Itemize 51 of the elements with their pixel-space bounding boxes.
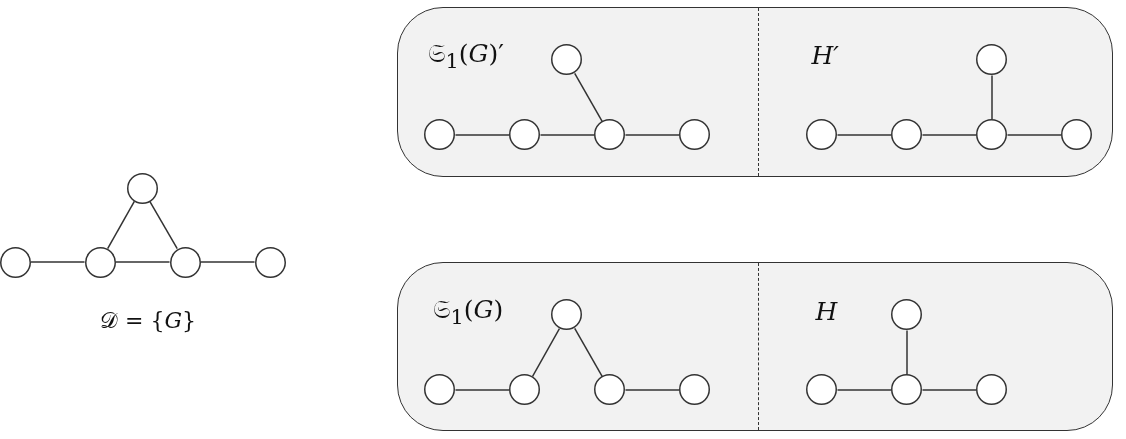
vertex-circle (679, 374, 710, 405)
set-notation-label: 𝒟 = {G} (100, 309, 196, 334)
edge-line (199, 261, 256, 263)
edge-line (106, 200, 136, 250)
edge-line (454, 134, 511, 136)
vertex-circle (84, 246, 116, 278)
graph-name-label: 𝔖$_{1}$(G) (432, 295, 504, 329)
edge-line (991, 74, 993, 121)
vertex-circle (976, 374, 1007, 405)
vertex-circle (891, 119, 922, 150)
graph-name-label: H′ (811, 41, 839, 69)
edge-line (30, 261, 86, 263)
graph-panel (397, 7, 1113, 177)
edge-line (624, 389, 681, 391)
vertex-circle (424, 119, 455, 150)
vertex-circle (551, 299, 582, 330)
edge-line (1006, 134, 1063, 136)
vertex-circle (509, 119, 540, 150)
edge-line (149, 200, 178, 250)
vertex-circle (806, 119, 837, 150)
vertex-circle (509, 374, 540, 405)
edge-line (921, 389, 978, 391)
edge-line (573, 327, 604, 378)
vertex-circle (976, 119, 1007, 150)
edge-line (531, 327, 561, 378)
vertex-circle (891, 374, 922, 405)
graph-panel (397, 262, 1113, 431)
edge-line (624, 134, 681, 136)
edge-line (906, 329, 908, 376)
vertex-circle (594, 119, 625, 150)
vertex-circle (424, 374, 455, 405)
edge-line (836, 134, 893, 136)
vertex-circle (126, 172, 158, 204)
edge-line (454, 389, 511, 391)
vertex-circle (891, 299, 922, 330)
vertex-circle (806, 374, 837, 405)
vertex-circle (976, 44, 1007, 75)
vertex-circle (679, 119, 710, 150)
edge-line (836, 389, 893, 391)
edge-line (921, 134, 978, 136)
edge-line (573, 72, 604, 123)
graph-name-label: H (815, 297, 838, 325)
vertex-circle (169, 246, 201, 278)
edge-line (539, 134, 596, 136)
edge-line (114, 261, 171, 263)
graph-name-label: 𝔖$_{1}$(G)′ (427, 39, 504, 73)
vertex-circle (0, 246, 31, 278)
vertex-circle (1061, 119, 1092, 150)
vertex-circle (594, 374, 625, 405)
vertex-circle (254, 246, 286, 278)
vertex-circle (551, 44, 582, 75)
